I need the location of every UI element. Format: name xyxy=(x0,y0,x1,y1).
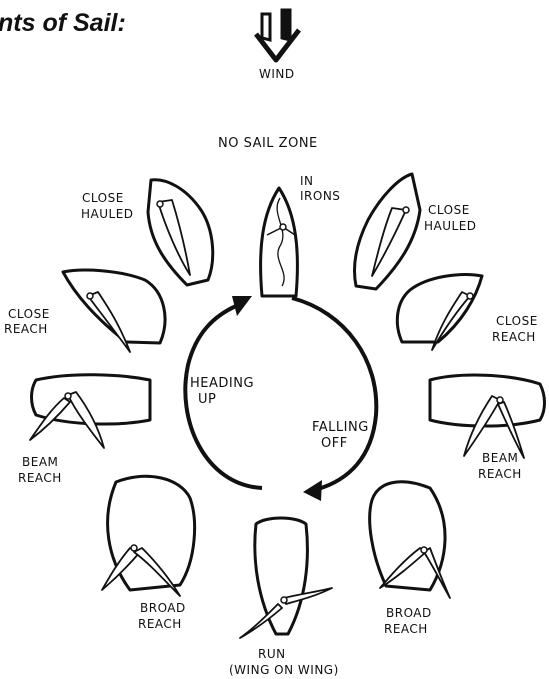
no-sail-zone-label: NO SAIL ZONE xyxy=(218,136,318,151)
close-hauled-right-label-1: CLOSE xyxy=(428,203,470,217)
close-hauled-right-label-2: HAULED xyxy=(424,219,477,233)
beam-reach-right-label-1: BEAM xyxy=(482,451,518,465)
heading-up-label-1: HEADING xyxy=(190,376,254,391)
wind-label: WIND xyxy=(259,67,295,81)
beam-reach-right-label-2: REACH xyxy=(478,467,522,481)
boat-run xyxy=(240,518,332,638)
close-reach-right-label-1: CLOSE xyxy=(496,314,538,328)
in-irons-label-1: IN xyxy=(300,174,314,188)
close-reach-right-label-2: REACH xyxy=(492,330,536,344)
broad-reach-right-label-1: BROAD xyxy=(386,606,432,620)
run-label-2: (WING ON WING) xyxy=(229,663,339,677)
close-hauled-left-label-2: HAULED xyxy=(81,207,134,221)
boat-close-reach-right xyxy=(397,275,482,350)
close-reach-left-label-2: REACH xyxy=(4,322,48,336)
boat-broad-reach-left xyxy=(102,476,195,596)
broad-reach-right-label-2: REACH xyxy=(384,622,428,636)
boat-broad-reach-right xyxy=(370,482,450,598)
boat-close-hauled-left xyxy=(148,180,213,285)
boat-close-hauled-right xyxy=(355,174,421,289)
in-irons-label-2: IRONS xyxy=(300,189,340,203)
falling-off-label-1: FALLING xyxy=(312,420,369,435)
heading-up-label-2: UP xyxy=(198,392,216,407)
close-hauled-left-label-1: CLOSE xyxy=(82,191,124,205)
falling-off-label-2: OFF xyxy=(321,436,348,451)
falling-off-arc xyxy=(292,298,376,501)
diagram-title: nts of Sail: xyxy=(0,9,126,37)
boat-beam-reach-left xyxy=(30,375,150,448)
run-label-1: RUN xyxy=(258,647,286,661)
wind-arrow-icon xyxy=(256,10,299,60)
close-reach-left-label-1: CLOSE xyxy=(8,307,50,321)
beam-reach-left-label-1: BEAM xyxy=(22,455,58,469)
heading-up-arc xyxy=(185,296,262,488)
broad-reach-left-label-2: REACH xyxy=(138,617,182,631)
boat-close-reach-left xyxy=(63,270,165,352)
boat-in-irons xyxy=(261,188,298,296)
boat-beam-reach-right xyxy=(430,375,545,458)
beam-reach-left-label-2: REACH xyxy=(18,471,62,485)
broad-reach-left-label-1: BROAD xyxy=(140,601,186,615)
